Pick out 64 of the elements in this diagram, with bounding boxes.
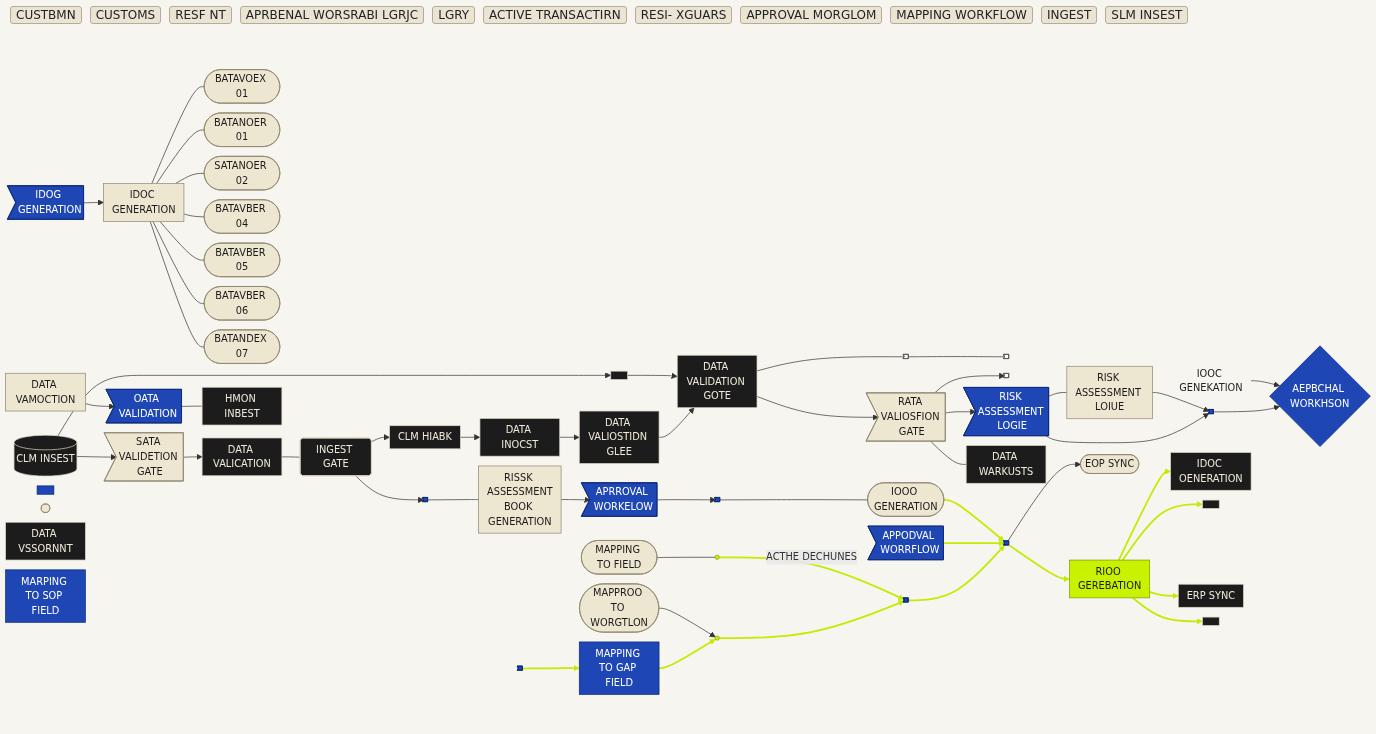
node-box: RISK ASSESSMENT LOIUE xyxy=(1066,365,1153,420)
connector xyxy=(149,221,205,348)
node-box: IDOC GENERATION xyxy=(103,183,185,222)
text-label: APRBENAL WORSRABI LGRJC xyxy=(239,6,425,24)
text-label: CUSTBMN xyxy=(10,6,82,24)
node-box: ERP SYNC xyxy=(1177,583,1244,608)
text-label: ACTIVE TRANSACTIRN xyxy=(483,6,627,24)
connector xyxy=(181,405,203,407)
connector xyxy=(152,221,205,304)
arrow xyxy=(658,638,716,670)
text-label: LGRY xyxy=(432,6,476,24)
arrow xyxy=(1131,597,1203,625)
node-text: IOOC GENEKATION xyxy=(1179,367,1243,394)
node-box xyxy=(610,370,628,380)
node-box: DATA VAMOCTION xyxy=(5,372,86,412)
arrow xyxy=(1148,591,1179,599)
node-box: IDOC OENERATION xyxy=(1170,452,1252,491)
connector xyxy=(183,213,205,218)
connector xyxy=(159,221,205,261)
text-label: RESF NT xyxy=(169,6,232,24)
arrow xyxy=(718,600,905,639)
connector xyxy=(1048,392,1068,397)
connector xyxy=(281,456,301,458)
node-circle xyxy=(714,554,720,560)
node-box: DATA VALIDATION GOTE xyxy=(676,354,758,409)
node-box xyxy=(1202,616,1220,626)
node-box: DATA VALIOSTIDN GLEE xyxy=(578,410,660,464)
arrow xyxy=(942,540,1006,547)
arrow xyxy=(1121,501,1203,561)
node-box: DATA VALICATION xyxy=(201,437,283,477)
arrow xyxy=(907,545,1005,602)
node-box: CLM HIABK xyxy=(389,425,461,450)
connector xyxy=(756,356,905,372)
arrow xyxy=(943,498,1005,542)
node-box: DATA VSSORNNT xyxy=(5,521,86,561)
text-label: APPROVAL MORGLOM xyxy=(740,6,883,24)
text-label: SLM INSEST xyxy=(1105,6,1189,24)
node-box: DATA WARKUSTS xyxy=(965,445,1047,484)
text-label: MAPPING WORKFLOW xyxy=(890,6,1033,24)
node-box: DATA INOCST xyxy=(479,418,561,457)
node-box: MARPING TO SOP FIELD xyxy=(5,569,86,623)
node-box xyxy=(1202,499,1220,509)
connector xyxy=(151,86,205,184)
connector xyxy=(656,556,716,558)
connector xyxy=(175,173,205,184)
node-box: MAPPING TO GAP FIELD xyxy=(578,641,660,695)
arrow xyxy=(1008,544,1070,583)
node-box: RIOO GEREBATION xyxy=(1069,559,1151,599)
node-diamond: AEPBCHAL WORKHSON xyxy=(1269,345,1371,447)
node-circle xyxy=(714,635,720,641)
connector xyxy=(156,129,205,184)
arrow xyxy=(1117,468,1171,561)
arrow xyxy=(521,665,580,672)
text-label: CUSTOMS xyxy=(89,6,162,24)
connector xyxy=(930,441,967,465)
edge-label: ACTHE DECHUNES xyxy=(766,551,857,563)
text-label: INGEST xyxy=(1040,6,1098,24)
connector xyxy=(719,499,869,501)
connector xyxy=(427,499,479,501)
node-box: RISSK ASSESSMENT BOOK GENERATION xyxy=(478,465,562,534)
connector xyxy=(908,356,1006,358)
text-label: RESI- XGUARS xyxy=(634,6,733,24)
node-box xyxy=(36,485,55,495)
node-box: HMON INBEST xyxy=(201,386,283,426)
